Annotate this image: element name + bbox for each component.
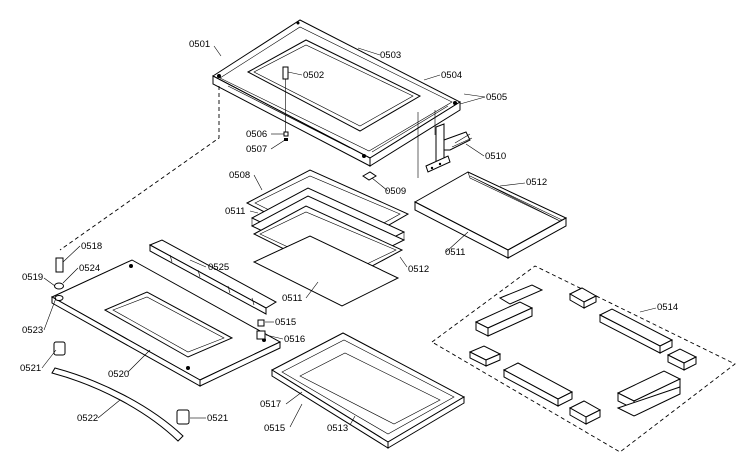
part-label-0514: 0514 <box>657 302 678 313</box>
part-label-0525: 0525 <box>208 262 229 273</box>
part-label-0513: 0513 <box>327 423 348 434</box>
part-label-0517: 0517 <box>260 399 281 410</box>
part-label-0509: 0509 <box>385 186 406 197</box>
part-label-0502: 0502 <box>303 70 324 81</box>
part-label-0511-bottom: 0511 <box>282 293 302 304</box>
part-label-0520: 0520 <box>108 369 129 380</box>
part-label-0511-right: 0511 <box>445 247 465 258</box>
part-label-0521-left: 0521 <box>20 363 41 374</box>
part-label-0505: 0505 <box>486 92 507 103</box>
part-label-0524: 0524 <box>79 263 100 274</box>
part-label-0511-top: 0511 <box>225 206 245 217</box>
left-small-parts <box>51 257 266 442</box>
part-label-0521-right: 0521 <box>207 413 228 424</box>
right-glass-frame <box>413 171 568 259</box>
bottom-frame <box>270 332 466 449</box>
part-label-0515-right: 0515 <box>275 317 296 328</box>
leader-lines <box>41 45 657 428</box>
part-label-0512-right: 0512 <box>526 177 547 188</box>
part-label-0507: 0507 <box>246 144 267 155</box>
part-label-0516: 0516 <box>284 334 305 345</box>
insulation-blocks <box>431 265 736 453</box>
part-label-0501: 0501 <box>189 39 210 50</box>
part-label-0503: 0503 <box>380 50 401 61</box>
part-label-0519: 0519 <box>22 272 43 283</box>
clip-0509 <box>362 171 377 181</box>
top-panel-assembly <box>212 19 462 167</box>
part-label-0523: 0523 <box>22 325 43 336</box>
glass-seal-stack <box>245 169 410 307</box>
part-label-0518: 0518 <box>81 241 102 252</box>
part-label-0510: 0510 <box>485 151 506 162</box>
hinge-bracket <box>417 110 473 178</box>
part-label-0522: 0522 <box>77 413 98 424</box>
part-labels: 0501 0502 0503 0504 0505 0506 0507 0510 … <box>20 39 678 434</box>
part-label-0512-center: 0512 <box>408 264 429 275</box>
part-label-0504: 0504 <box>441 70 462 81</box>
part-label-0515-bottom: 0515 <box>264 423 285 434</box>
door-panel-assembly <box>50 239 282 387</box>
part-label-0506: 0506 <box>246 129 267 140</box>
part-label-0508: 0508 <box>229 170 250 181</box>
